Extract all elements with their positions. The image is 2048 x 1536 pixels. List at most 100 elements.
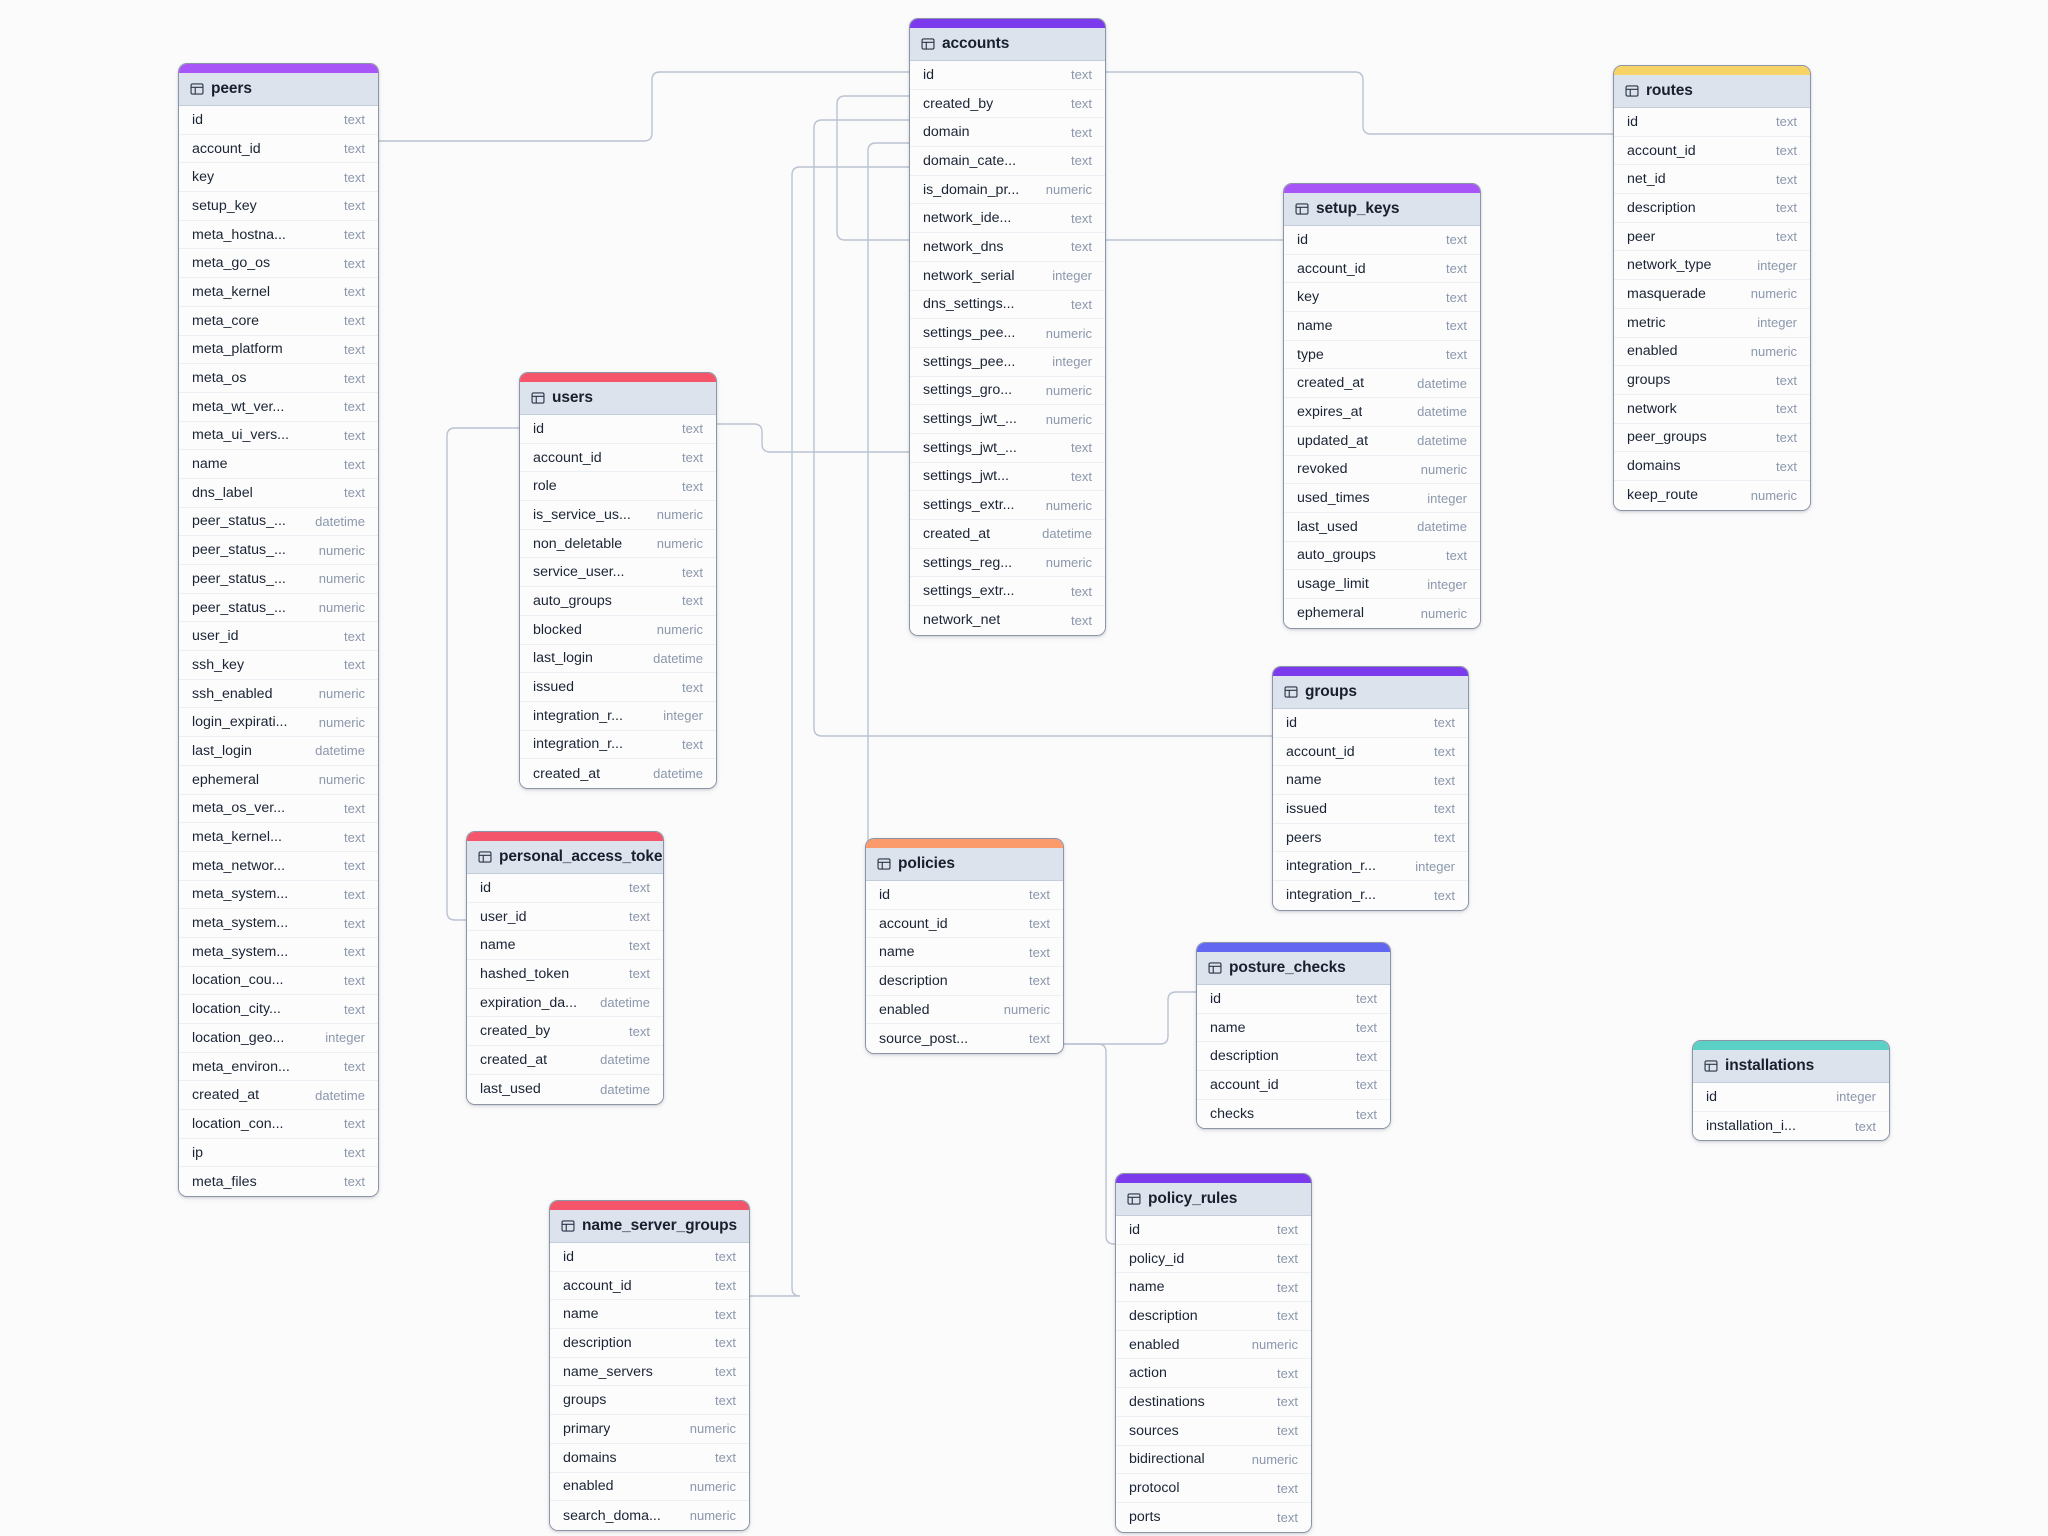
table-field-row[interactable]: integration_r...text [520,730,716,760]
table-field-row[interactable]: installation_i...text [1693,1111,1889,1141]
table-header[interactable]: policies [866,848,1063,881]
table-header[interactable]: posture_checks [1197,952,1390,985]
table-field-row[interactable]: settings_reg...numeric [910,548,1105,578]
table-field-row[interactable]: meta_hostna...text [179,220,378,250]
table-field-row[interactable]: settings_gro...numeric [910,376,1105,406]
table-field-row[interactable]: location_cou...text [179,966,378,996]
table-field-row[interactable]: is_service_us...numeric [520,501,716,530]
table-field-row[interactable]: integration_r...integer [520,701,716,731]
table-field-row[interactable]: settings_pee...integer [910,347,1105,377]
table-field-row[interactable]: peer_status_...numeric [179,593,378,623]
table-header[interactable]: routes [1614,75,1810,108]
table-header[interactable]: installations [1693,1050,1889,1083]
table-field-row[interactable]: meta_system...text [179,909,378,938]
table-field-row[interactable]: service_user...text [520,558,716,588]
table-field-row[interactable]: dns_settings...text [910,290,1105,320]
table-field-row[interactable]: meta_wt_ver...text [179,392,378,422]
table-field-row[interactable]: meta_os_ver...text [179,794,378,824]
table-field-row[interactable]: meta_networ...text [179,851,378,881]
table-field-row[interactable]: settings_jwt_...numeric [910,405,1105,434]
table-field-row[interactable]: settings_jwt...text [910,462,1105,492]
table-field-row[interactable]: login_expirati...numeric [179,708,378,738]
table-field-row[interactable]: source_post...text [866,1024,1063,1054]
table-field-row[interactable]: domain_cate...text [910,147,1105,176]
table-field-row[interactable]: peer_status_...numeric [179,536,378,565]
table-header[interactable]: setup_keys [1284,193,1480,226]
table-field-row[interactable]: meta_system...text [179,937,378,967]
table-field-row[interactable]: is_domain_pr...numeric [910,175,1105,205]
table-field-row[interactable]: location_con...text [179,1110,378,1139]
table-field-row[interactable]: settings_extr...numeric [910,491,1105,520]
table-field-row[interactable]: peer_status_...numeric [179,565,378,594]
table-field-row[interactable]: meta_environ...text [179,1052,378,1082]
table-header[interactable]: groups [1273,676,1468,709]
table-header[interactable]: accounts [910,28,1105,61]
table-field-row[interactable]: meta_kernel...text [179,823,378,852]
